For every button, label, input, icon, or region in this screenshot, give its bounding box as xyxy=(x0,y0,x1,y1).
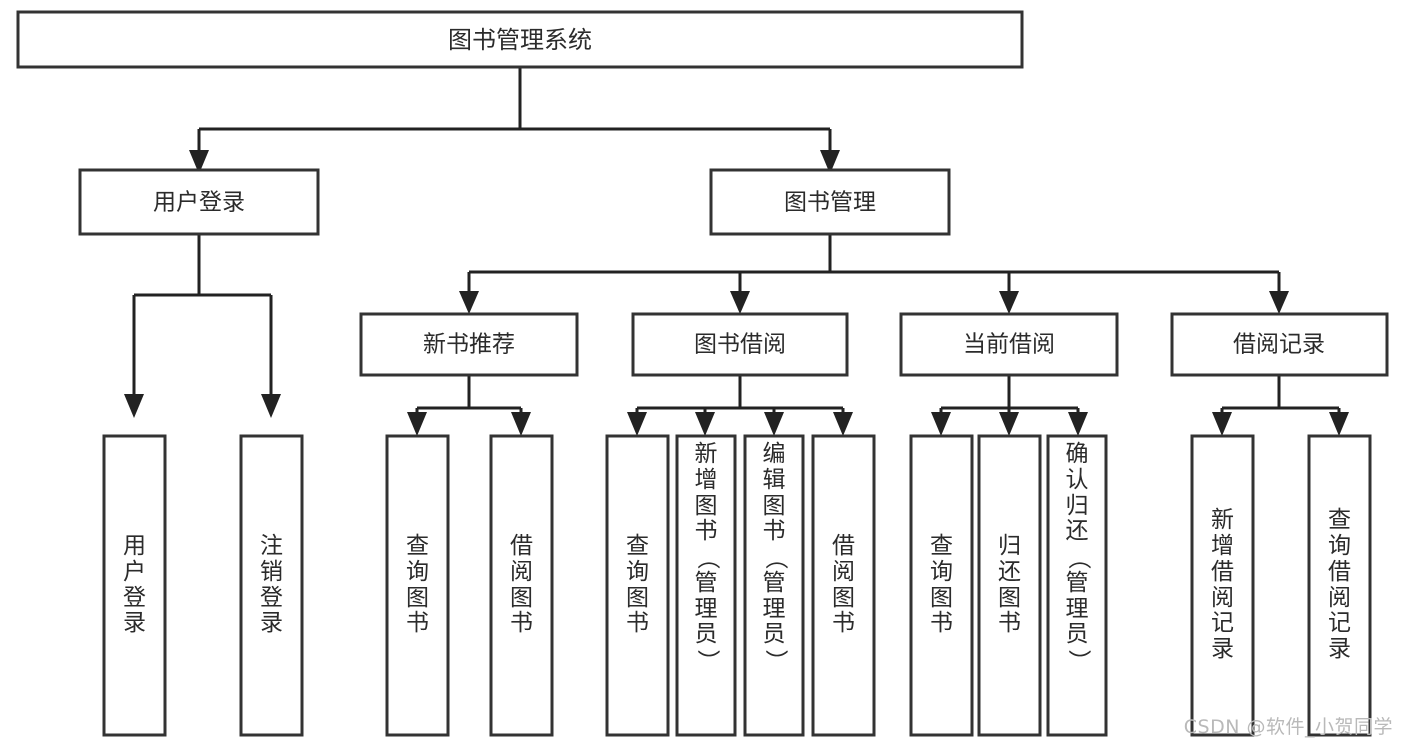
node-leaf-confirm-return[interactable] xyxy=(1046,434,1108,737)
connectors-root-to-level2 xyxy=(189,67,840,174)
connectors-borrowrecord-to-leaves xyxy=(1212,375,1349,436)
node-user-login-label: 用户登录 xyxy=(153,190,245,216)
node-leaf-query-book-2[interactable] xyxy=(605,434,670,737)
node-leaf-borrow-book-1[interactable] xyxy=(489,434,554,737)
node-new-book-recommend-label: 新书推荐 xyxy=(423,332,515,358)
node-leaf-logout-login[interactable] xyxy=(239,434,304,737)
node-root[interactable]: 图书管理系统 xyxy=(16,10,1024,69)
connectors-bookborrow-to-leaves xyxy=(627,375,853,436)
connectors-currentborrow-to-leaves xyxy=(931,375,1088,436)
node-borrow-record[interactable]: 借阅记录 xyxy=(1170,312,1389,377)
connectors-bookmanage-to-level3 xyxy=(459,234,1289,314)
node-leaf-query-book-3[interactable] xyxy=(909,434,974,737)
connectors-userlogin-to-leaves xyxy=(124,234,281,418)
node-book-manage[interactable]: 图书管理 xyxy=(709,168,951,236)
node-root-label: 图书管理系统 xyxy=(448,26,592,54)
node-leaf-add-book[interactable] xyxy=(675,434,737,737)
node-leaf-edit-book[interactable] xyxy=(743,434,805,737)
node-leaf-query-book-1[interactable] xyxy=(385,434,450,737)
watermark-text: CSDN @软件_小贺同学 xyxy=(1183,716,1393,738)
node-current-borrow[interactable]: 当前借阅 xyxy=(899,312,1119,377)
node-leaf-borrow-book-2[interactable] xyxy=(811,434,876,737)
node-new-book-recommend[interactable]: 新书推荐 xyxy=(359,312,579,377)
node-leaf-return-book[interactable] xyxy=(977,434,1042,737)
node-book-borrow-label: 图书借阅 xyxy=(694,332,786,358)
node-book-borrow[interactable]: 图书借阅 xyxy=(631,312,849,377)
node-leaf-user-login[interactable] xyxy=(102,434,167,737)
node-borrow-record-label: 借阅记录 xyxy=(1233,332,1325,358)
node-book-manage-label: 图书管理 xyxy=(784,190,876,216)
node-leaf-query-record[interactable] xyxy=(1307,434,1372,737)
node-leaf-add-record[interactable] xyxy=(1190,434,1255,737)
node-user-login[interactable]: 用户登录 xyxy=(78,168,320,236)
connectors-newbook-to-leaves xyxy=(407,375,531,436)
node-current-borrow-label: 当前借阅 xyxy=(963,332,1055,358)
